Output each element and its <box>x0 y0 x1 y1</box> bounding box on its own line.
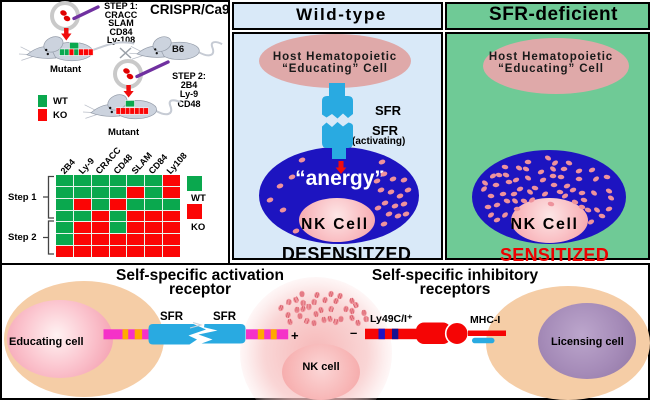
svg-text:B6: B6 <box>172 44 184 55</box>
